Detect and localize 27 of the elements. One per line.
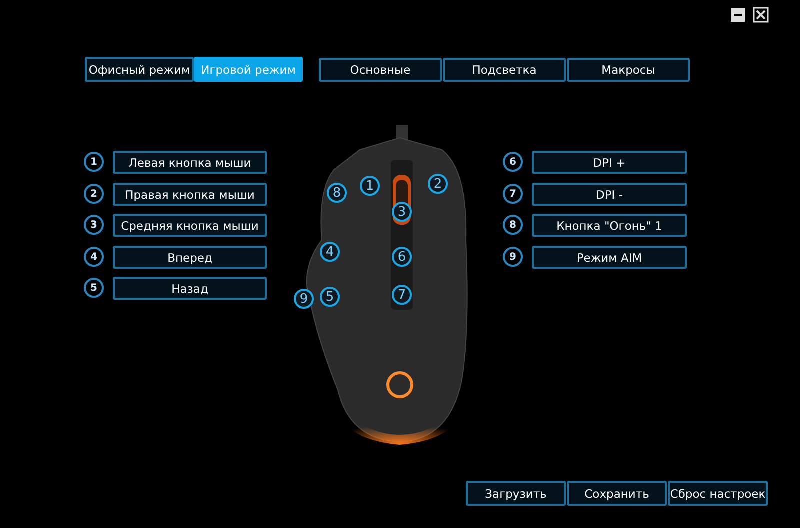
mode-tab: Офисный режим: [85, 57, 194, 82]
action-button: Правая кнопка мыши: [113, 183, 267, 206]
callout-number: 3: [84, 215, 104, 235]
callout-number: 1: [84, 152, 104, 172]
callout-number: 9: [503, 247, 523, 267]
action-button: Сохранить: [567, 481, 667, 506]
callout-number: 6: [503, 152, 523, 172]
callout-number: 8: [503, 215, 523, 235]
action-button: Загрузить: [466, 481, 566, 506]
callout-number: 7: [503, 184, 523, 204]
section-tab: Основные: [319, 58, 442, 82]
action-button: Назад: [113, 277, 267, 300]
callout-number: 4: [84, 247, 104, 267]
action-button: Режим AIM: [532, 246, 687, 269]
action-button: Вперед: [113, 246, 267, 269]
section-tab: Подсветка: [443, 58, 566, 82]
action-button: Средняя кнопка мыши: [113, 214, 267, 237]
callout-number: 2: [84, 184, 104, 204]
action-button: DPI -: [532, 183, 687, 206]
action-button: Левая кнопка мыши: [113, 151, 267, 174]
callout-number: 9: [294, 289, 314, 309]
action-button: Кнопка "Огонь" 1: [532, 214, 687, 237]
mode-tab: Игровой режим: [194, 57, 303, 82]
action-button: DPI +: [532, 151, 687, 174]
callout-number: 5: [84, 278, 104, 298]
section-tab: Макросы: [567, 58, 690, 82]
action-button: Сброс настроек: [668, 481, 768, 506]
